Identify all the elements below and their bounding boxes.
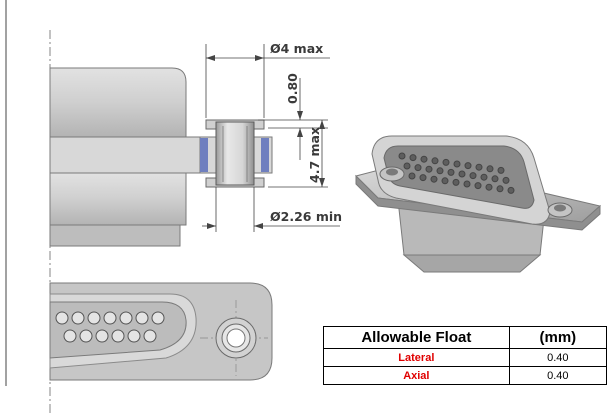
pin-contact	[119, 311, 133, 325]
row-value-axial: 0.40	[508, 366, 607, 385]
pin-contact	[442, 158, 450, 166]
dimension-inner-diameter	[202, 187, 340, 232]
pin-contact	[441, 177, 449, 185]
pin-contact	[469, 172, 477, 180]
pin-contact	[425, 165, 433, 173]
pin-contact	[403, 162, 411, 170]
pin-contact	[436, 167, 444, 175]
dimension-height	[268, 120, 328, 188]
pin-contact	[420, 155, 428, 163]
isometric-pin-array	[398, 152, 515, 194]
pin-contact	[55, 311, 69, 325]
pin-contact	[502, 176, 510, 184]
pin-contact	[486, 165, 494, 173]
pin-contact	[398, 152, 406, 160]
pin-contact	[497, 166, 505, 174]
table-row: Axial 0.40	[323, 366, 607, 385]
pin-contact	[63, 329, 77, 343]
pin-contact	[458, 170, 466, 178]
pin-contact	[135, 311, 149, 325]
outer-diameter-label: Ø4 max	[270, 41, 323, 56]
pin-contact	[71, 311, 85, 325]
pin-contact	[485, 183, 493, 191]
pin-contact	[409, 154, 417, 162]
pin-contact	[79, 329, 93, 343]
row-label-lateral: Lateral	[323, 348, 510, 367]
pin-contact	[475, 163, 483, 171]
inner-diameter-label: Ø2.26 min	[270, 209, 342, 224]
mounting-hole	[215, 317, 257, 359]
pin-contact	[408, 172, 416, 180]
front-pin-array	[55, 311, 165, 343]
pin-contact	[452, 178, 460, 186]
pin-contact	[111, 329, 125, 343]
washer-right	[261, 138, 269, 172]
offset-label: 0.80	[285, 73, 300, 104]
dimension-offset	[258, 78, 328, 160]
pin-contact	[127, 329, 141, 343]
pin-contact	[87, 311, 101, 325]
pin-contact	[496, 185, 504, 193]
table-row: Lateral 0.40	[323, 348, 607, 367]
pin-contact	[414, 164, 422, 172]
float-table: Allowable Float (mm) Lateral 0.40 Axial …	[323, 326, 607, 385]
connector-isometric-view	[355, 135, 602, 273]
pin-contact	[430, 175, 438, 183]
pin-contact	[143, 329, 157, 343]
pin-contact	[151, 311, 165, 325]
table-header-row: Allowable Float (mm)	[323, 326, 607, 349]
pin-contact	[491, 175, 499, 183]
pin-contact	[431, 157, 439, 165]
pin-contact	[480, 173, 488, 181]
pin-contact	[464, 162, 472, 170]
header-property: Allowable Float	[323, 326, 510, 349]
dimension-outer-diameter	[205, 44, 330, 118]
float-bushing	[205, 119, 265, 188]
height-label: 4.7 max	[307, 127, 322, 183]
pin-contact	[103, 311, 117, 325]
washer-left	[200, 138, 208, 172]
row-label-axial: Axial	[323, 366, 510, 385]
pin-contact	[463, 180, 471, 188]
pin-contact	[507, 186, 515, 194]
pin-contact	[453, 160, 461, 168]
pin-contact	[447, 168, 455, 176]
row-value-lateral: 0.40	[508, 348, 607, 367]
pin-contact	[95, 329, 109, 343]
pin-contact	[419, 174, 427, 182]
pin-contact	[474, 182, 482, 190]
header-unit: (mm)	[508, 326, 607, 349]
